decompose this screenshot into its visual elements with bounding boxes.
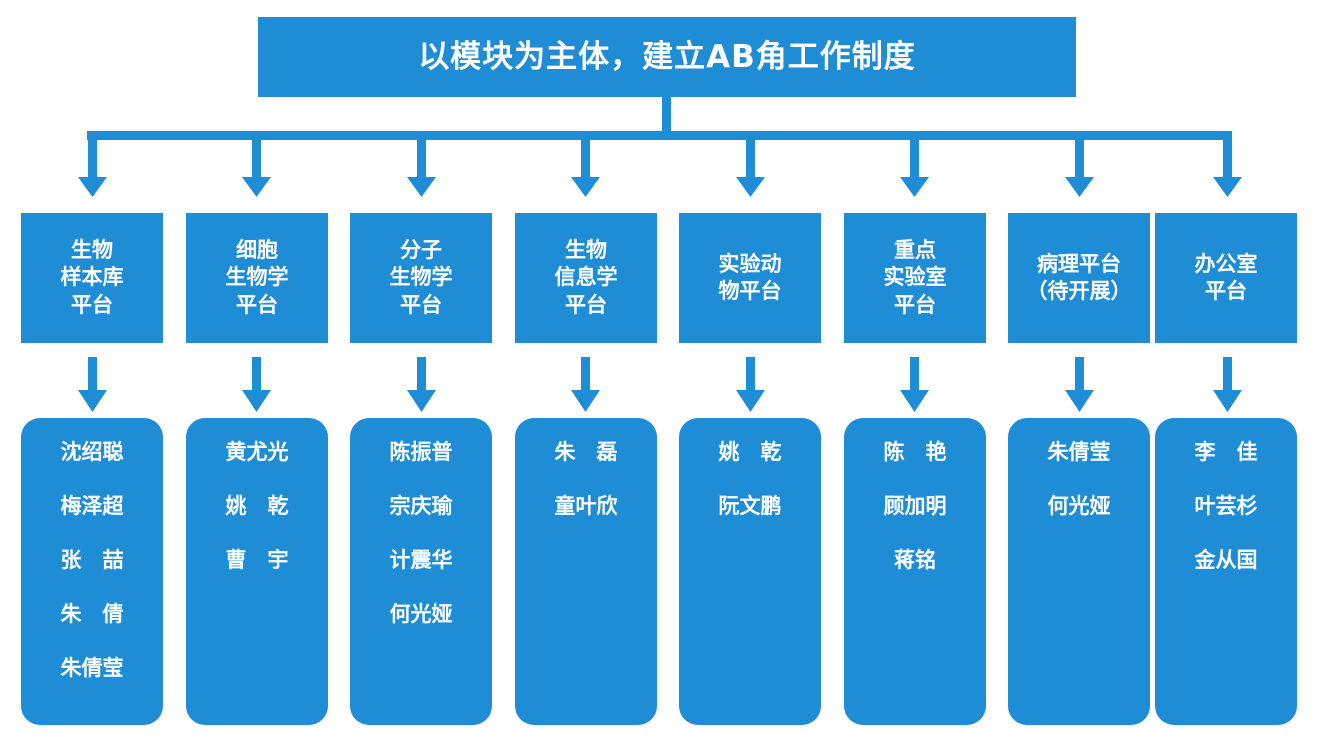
member-name: 何光娅 <box>1047 494 1111 518</box>
member-box-cell-biology[interactable]: 黄尤光姚 乾曹 宇 <box>186 418 328 725</box>
platform-label: 病理平台 （待开展） <box>1026 251 1132 303</box>
member-name: 姚 乾 <box>225 494 289 518</box>
member-box-pathology[interactable]: 朱倩莹何光娅 <box>1008 418 1150 725</box>
member-name: 陈 艳 <box>883 440 947 464</box>
member-name: 顾加明 <box>883 494 947 518</box>
member-name: 童叶欣 <box>554 494 618 518</box>
member-box-bioinformatics[interactable]: 朱 磊童叶欣 <box>515 418 657 725</box>
member-name: 宗庆瑜 <box>389 494 453 518</box>
platform-label: 分子 生物学 平台 <box>389 238 453 317</box>
member-box-biobank[interactable]: 沈绍聪梅泽超张 喆朱 倩朱倩莹 <box>21 418 163 725</box>
platform-box-molecular-biology[interactable]: 分子 生物学 平台 <box>350 213 492 343</box>
member-box-molecular-biology[interactable]: 陈振普宗庆瑜计震华何光娅 <box>350 418 492 725</box>
member-name: 朱 磊 <box>554 440 618 464</box>
branch-arrows-to-members <box>78 357 1242 412</box>
page-title: 以模块为主体，建立AB角工作制度 <box>418 38 916 75</box>
branch-arrows-to-platforms <box>78 140 1242 197</box>
platform-box-cell-biology[interactable]: 细胞 生物学 平台 <box>186 213 328 343</box>
member-name: 姚 乾 <box>718 440 782 464</box>
member-name: 朱倩莹 <box>1047 440 1111 464</box>
member-name: 曹 宇 <box>225 548 289 572</box>
member-name: 沈绍聪 <box>60 440 124 464</box>
platform-label: 办公室 平台 <box>1194 251 1258 303</box>
member-box-office[interactable]: 李 佳叶芸杉金从国 <box>1155 418 1297 725</box>
member-box-key-lab[interactable]: 陈 艳顾加明蒋铭 <box>844 418 986 725</box>
member-name: 金从国 <box>1194 548 1258 572</box>
member-name: 李 佳 <box>1194 440 1258 464</box>
platform-label: 重点 实验室 平台 <box>883 238 947 317</box>
member-name: 阮文鹏 <box>718 494 782 518</box>
trunk-line-icon <box>662 97 671 131</box>
member-name: 计震华 <box>389 548 453 572</box>
root-title-box: 以模块为主体，建立AB角工作制度 <box>258 17 1076 97</box>
platform-label: 生物 信息学 平台 <box>554 238 618 317</box>
platform-box-pathology[interactable]: 病理平台 （待开展） <box>1008 213 1150 343</box>
platform-box-key-lab[interactable]: 重点 实验室 平台 <box>844 213 986 343</box>
member-name: 蒋铭 <box>894 548 936 572</box>
member-name: 朱 倩 <box>60 602 124 626</box>
platform-box-lab-animal[interactable]: 实验动 物平台 <box>679 213 821 343</box>
platform-label: 实验动 物平台 <box>718 251 782 303</box>
member-name: 黄尤光 <box>225 440 289 464</box>
bus-line-icon <box>87 131 1232 140</box>
member-name: 朱倩莹 <box>60 656 124 680</box>
member-name: 梅泽超 <box>60 494 124 518</box>
platform-box-biobank[interactable]: 生物 样本库 平台 <box>21 213 163 343</box>
platform-label: 生物 样本库 平台 <box>60 238 124 317</box>
member-box-lab-animal[interactable]: 姚 乾阮文鹏 <box>679 418 821 725</box>
member-name: 陈振普 <box>389 440 453 464</box>
platform-box-office[interactable]: 办公室 平台 <box>1155 213 1297 343</box>
member-name: 张 喆 <box>60 548 124 572</box>
member-name: 何光娅 <box>389 602 453 626</box>
platform-box-bioinformatics[interactable]: 生物 信息学 平台 <box>515 213 657 343</box>
platform-label: 细胞 生物学 平台 <box>225 238 289 317</box>
member-name: 叶芸杉 <box>1194 494 1258 518</box>
